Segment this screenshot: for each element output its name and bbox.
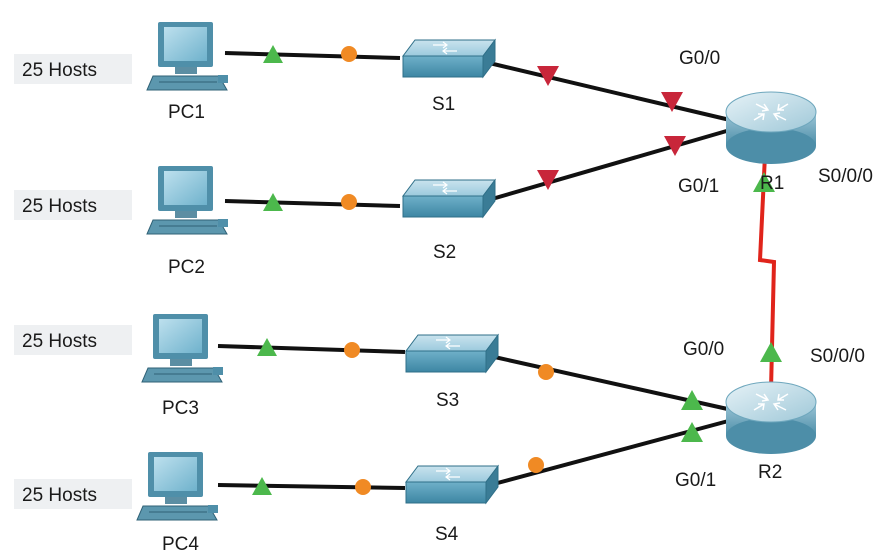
- hosts-label-pc2: 25 Hosts: [22, 196, 97, 217]
- router-label: R2: [758, 462, 782, 483]
- host-labels: 25 Hosts 25 Hosts 25 Hosts 25 Hosts: [14, 54, 132, 509]
- r1-g0-0-label: G0/0: [679, 48, 720, 69]
- link-pc4-s4[interactable]: [217, 483, 406, 490]
- link-status-markers: [252, 45, 782, 495]
- switch-s3[interactable]: [405, 333, 499, 374]
- r2-g0-0-label: G0/0: [683, 339, 724, 360]
- pc-pc1[interactable]: [146, 22, 228, 91]
- switch-icon: [402, 179, 496, 197]
- pc-label: PC3: [162, 398, 199, 419]
- pc-label: PC1: [168, 102, 205, 123]
- router-r1[interactable]: [725, 91, 817, 164]
- hosts-label-pc4: 25 Hosts: [22, 485, 97, 506]
- link-down-indicator: [664, 136, 686, 156]
- link-negotiating-indicator: [528, 457, 544, 473]
- link-r1-r2-serial[interactable]: [757, 154, 777, 391]
- router-label: R1: [760, 173, 784, 194]
- r2-g0-1-label: G0/1: [675, 470, 716, 491]
- link-up-indicator: [681, 422, 703, 442]
- switch-label: S4: [435, 524, 459, 545]
- switch-label: S3: [436, 390, 459, 411]
- pc-pc2[interactable]: [146, 166, 228, 235]
- pc-label: PC2: [168, 257, 205, 278]
- switch-s2[interactable]: [402, 178, 496, 219]
- switch-s4[interactable]: [405, 464, 499, 505]
- link-down-indicator: [537, 66, 559, 86]
- switch-icon: [405, 334, 499, 352]
- link-up-indicator: [760, 342, 782, 362]
- link-negotiating-indicator: [355, 479, 371, 495]
- link-up-indicator: [753, 172, 775, 192]
- link-pc2-s2[interactable]: [224, 199, 401, 208]
- hosts-label-pc1: 25 Hosts: [22, 60, 97, 81]
- r1-g0-1-label: G0/1: [678, 176, 719, 197]
- link-up-indicator: [257, 338, 277, 356]
- link-s1-r1[interactable]: [484, 60, 731, 122]
- router-r2[interactable]: [725, 381, 817, 454]
- link-up-indicator: [263, 45, 283, 63]
- pc-pc3[interactable]: [141, 314, 223, 383]
- pc-label: PC4: [162, 534, 199, 555]
- link-pc3-s3[interactable]: [217, 344, 406, 354]
- link-negotiating-indicator: [538, 364, 554, 380]
- pc-pc4[interactable]: [136, 452, 218, 521]
- switch-label: S1: [432, 94, 455, 115]
- switch-label: S2: [433, 242, 456, 263]
- r2-s0-0-0-label: S0/0/0: [810, 346, 865, 367]
- hosts-label-pc3: 25 Hosts: [22, 331, 97, 352]
- link-negotiating-indicator: [344, 342, 360, 358]
- switch-icon: [402, 39, 496, 57]
- link-down-indicator: [537, 170, 559, 190]
- link-negotiating-indicator: [341, 46, 357, 62]
- link-up-indicator: [252, 477, 272, 495]
- link-s2-r1[interactable]: [484, 128, 731, 203]
- r1-s0-0-0-label: S0/0/0: [818, 166, 873, 187]
- link-negotiating-indicator: [341, 194, 357, 210]
- links: [217, 51, 777, 490]
- switch-icon: [405, 465, 499, 483]
- link-down-indicator: [661, 92, 683, 112]
- link-up-indicator: [263, 193, 283, 211]
- link-pc1-s1[interactable]: [224, 51, 401, 60]
- switch-s1[interactable]: [402, 38, 496, 79]
- link-up-indicator: [681, 390, 703, 410]
